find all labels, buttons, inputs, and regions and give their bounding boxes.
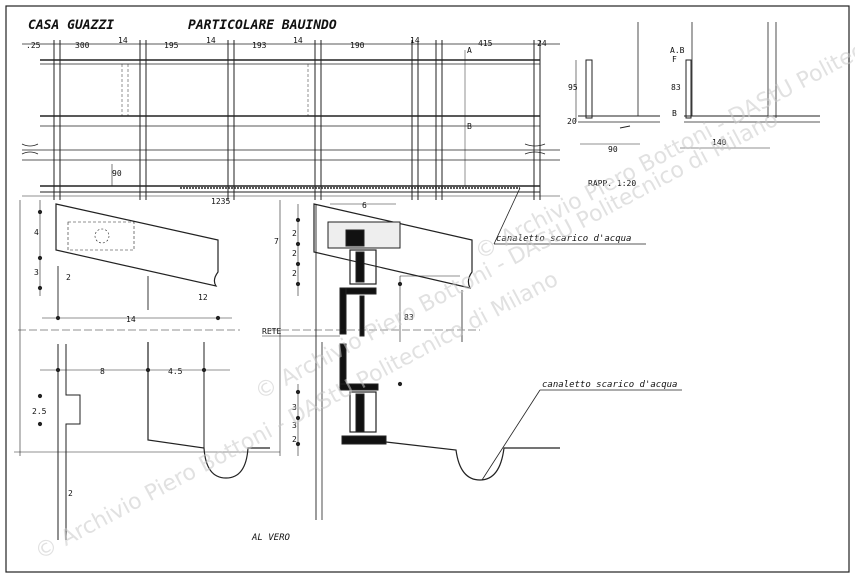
cd-dim-3a: 3 [292, 403, 297, 412]
ld-dim-8: 8 [100, 367, 105, 376]
rete-label: RETE [262, 327, 281, 336]
sec-dim-83: 83 [671, 83, 681, 92]
ld-dim-14: 14 [126, 315, 136, 324]
small-section-view [575, 22, 820, 149]
elev-dim-7: 14 [293, 36, 303, 45]
elev-dim-11: 24 [537, 39, 547, 48]
elev-dim-2: 300 [75, 41, 90, 50]
sec-dim-95: 95 [568, 83, 578, 92]
ld-dim-3: 3 [34, 268, 39, 277]
elev-dim-6: 193 [252, 41, 267, 50]
elev-dim-9: 14 [410, 36, 420, 45]
cd-dim-2b: 2 [292, 249, 297, 258]
elev-dim-8: 190 [350, 41, 365, 50]
sheet-border [5, 5, 850, 573]
watermark: © Archivio Piero Bottoni - DAStU Politec… [31, 0, 855, 565]
cd-dim-3b: 3 [292, 421, 297, 430]
cd-dim-6: 6 [362, 201, 367, 210]
sec-marker-f: F [672, 55, 677, 64]
elev-dim-5: 14 [206, 36, 216, 45]
cd-dim-2a: 2 [292, 229, 297, 238]
ld-dim-45: 4.5 [168, 367, 183, 376]
ld-dim-12: 12 [198, 293, 208, 302]
left-detail-view [14, 200, 280, 540]
sec-dim-140: 140 [712, 138, 727, 147]
elev-dim-10: 415 [478, 39, 493, 48]
watermark-text-3: © Archivio Piero Bottoni - DAStU Politec… [471, 0, 855, 265]
cd-dim-7: 7 [274, 237, 279, 246]
title-right: PARTICOLARE BAUINDO [188, 18, 337, 33]
ld-dim-2b: 2 [68, 489, 73, 498]
cd-dim-2d: 2 [292, 435, 297, 444]
watermark-text-1: © Archivio Piero Bottoni - DAStU Politec… [31, 267, 562, 565]
elevation-view [21, 40, 560, 200]
elev-marker-a: A [467, 46, 472, 55]
center-detail-dimensions: 7 2 2 2 6 83 3 3 2 RETE [262, 201, 414, 444]
sec-marker-ab: A.B [670, 46, 685, 55]
ld-dim-2: 2 [66, 273, 71, 282]
small-section-dimensions: 95 20 90 140 83 A.B F B [567, 46, 727, 154]
cd-dim-2c: 2 [292, 269, 297, 278]
sec-dim-90: 90 [608, 145, 618, 154]
elev-dim-1: .25 [26, 41, 41, 50]
center-detail-view [262, 200, 560, 520]
elev-marker-b: B [467, 122, 472, 131]
scale-bottom: AL VERO [251, 533, 291, 543]
elev-total-width: 1235 [211, 197, 230, 206]
sec-dim-20: 20 [567, 117, 577, 126]
note-drain-bottom: canaletto scarico d'acqua [542, 380, 677, 390]
note-drain-top: canaletto scarico d'acqua [496, 234, 631, 244]
sec-marker-b: B [672, 109, 677, 118]
note-leaders [481, 187, 682, 481]
elev-side-dim: 90 [112, 169, 122, 178]
elevation-dimensions: .25 300 14 195 14 193 14 190 14 415 24 9… [26, 36, 547, 206]
cd-dim-83: 83 [404, 313, 414, 322]
scale-note: RAPP. 1:20 [588, 179, 636, 188]
left-detail-dimensions: 4 3 2 12 14 8 4.5 2.5 2 [32, 228, 208, 498]
elev-dim-3: 14 [118, 36, 128, 45]
title-left: CASA GUAZZI [28, 18, 114, 33]
ld-dim-4: 4 [34, 228, 39, 237]
elev-dim-4: 195 [164, 41, 179, 50]
ld-dim-25: 2.5 [32, 407, 47, 416]
